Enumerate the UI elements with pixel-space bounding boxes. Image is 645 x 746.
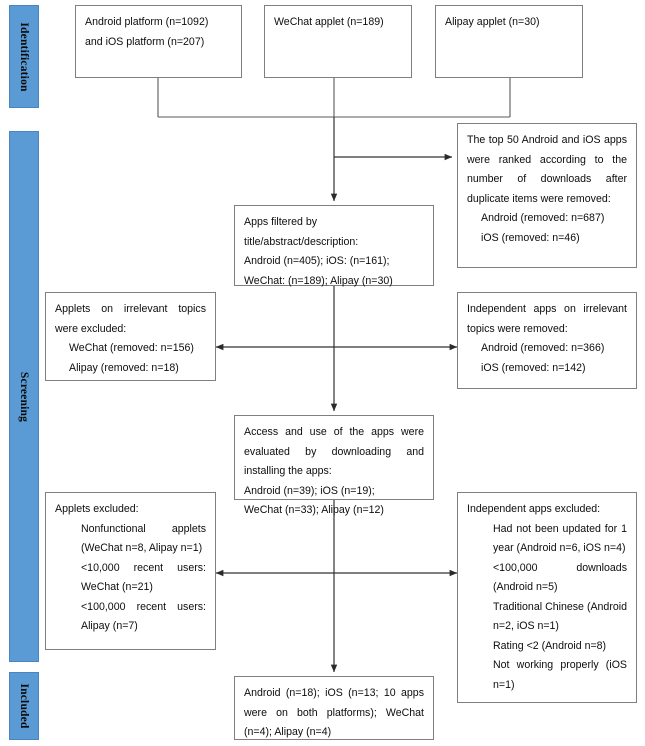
source-alipay-line1: Alipay applet (n=30): [445, 16, 540, 28]
filtered-line4: WeChat: (n=189); Alipay (n=30): [244, 274, 393, 287]
stage-bar-screening: Screening: [9, 131, 39, 662]
applets-excluded-heading: Applets excluded:: [55, 503, 139, 515]
applets-irrelevant-body: Applets on irrelevant topics were exclud…: [55, 303, 206, 335]
stage-bar-included: Included: [9, 672, 39, 740]
independent-excluded-item-traditional-chinese: Traditional Chinese (Android n=2, iOS n=…: [493, 600, 627, 633]
stage-label-included: Included: [18, 683, 30, 729]
source-box-android-ios: Android platform (n=1092) and iOS platfo…: [75, 5, 242, 78]
source-box-wechat: WeChat applet (n=189): [264, 5, 412, 78]
applets-irrelevant-item-wechat: WeChat (removed: n=156): [69, 342, 194, 354]
filtered-line3: Android (n=405); iOS: (n=161);: [244, 255, 390, 267]
independent-excluded-heading: Independent apps excluded:: [467, 503, 601, 515]
source-wechat-line1: WeChat applet (n=189): [274, 16, 384, 28]
stage-label-screening: Screening: [18, 371, 30, 422]
independent-excluded-item-rating: Rating <2 (Android n=8): [493, 639, 607, 652]
applets-excluded-item-users-alipay: <100,000 recent users: Alipay (n=7): [81, 600, 206, 633]
independent-excluded-item-outdated: Had not been updated for 1 year (Android…: [493, 522, 627, 555]
filtered-line1: Apps filtered by: [244, 216, 318, 228]
filtered-line2: title/abstract/description:: [244, 235, 359, 248]
source-box-alipay: Alipay applet (n=30): [435, 5, 583, 78]
access-box: Access and use of the apps were evaluate…: [234, 415, 434, 516]
included-body: Android (n=18); iOS (n=13; 10 apps were …: [244, 687, 424, 738]
access-line3: Android (n=39); iOS (n=19);: [244, 484, 375, 497]
access-body: Access and use of the apps were evaluate…: [244, 426, 424, 477]
applets-excluded-item-nonfunctional: Nonfunctional applets (WeChat n=8, Alipa…: [81, 522, 206, 555]
applets-excluded-item-users-wechat: <10,000 recent users: WeChat (n=21): [81, 561, 206, 594]
ranking-item-android: Android (removed: n=687): [481, 212, 605, 224]
independent-irrelevant-box: Independent apps on irrelevant topics we…: [457, 292, 637, 389]
included-box: Android (n=18); iOS (n=13; 10 apps were …: [234, 676, 434, 740]
ranking-box: The top 50 Android and iOS apps were ran…: [457, 123, 637, 268]
stage-bar-identification: Identification: [9, 5, 39, 108]
independent-irrelevant-item-android: Android (removed: n=366): [481, 342, 605, 354]
independent-excluded-item-not-working: Not working properly (iOS n=1): [493, 659, 627, 691]
filtered-box: Apps filtered by title/abstract/descript…: [234, 205, 434, 287]
ranking-item-ios: iOS (removed: n=46): [481, 231, 580, 244]
independent-irrelevant-body: Independent apps on irrelevant topics we…: [467, 303, 627, 335]
independent-irrelevant-item-ios: iOS (removed: n=142): [481, 361, 586, 374]
applets-irrelevant-box: Applets on irrelevant topics were exclud…: [45, 292, 216, 381]
source-android-line2: and iOS platform (n=207): [85, 35, 205, 48]
independent-excluded-box: Independent apps excluded: Had not been …: [457, 492, 637, 703]
access-line4: WeChat (n=33); Alipay (n=12): [244, 504, 384, 516]
ranking-body: The top 50 Android and iOS apps were ran…: [467, 134, 627, 205]
source-android-line1: Android platform (n=1092): [85, 16, 209, 28]
applets-excluded-box: Applets excluded: Nonfunctional applets …: [45, 492, 216, 650]
independent-excluded-item-downloads: <100,000 downloads (Android n=5): [493, 561, 627, 594]
stage-label-identification: Identification: [18, 21, 30, 92]
applets-irrelevant-item-alipay: Alipay (removed: n=18): [69, 361, 179, 374]
